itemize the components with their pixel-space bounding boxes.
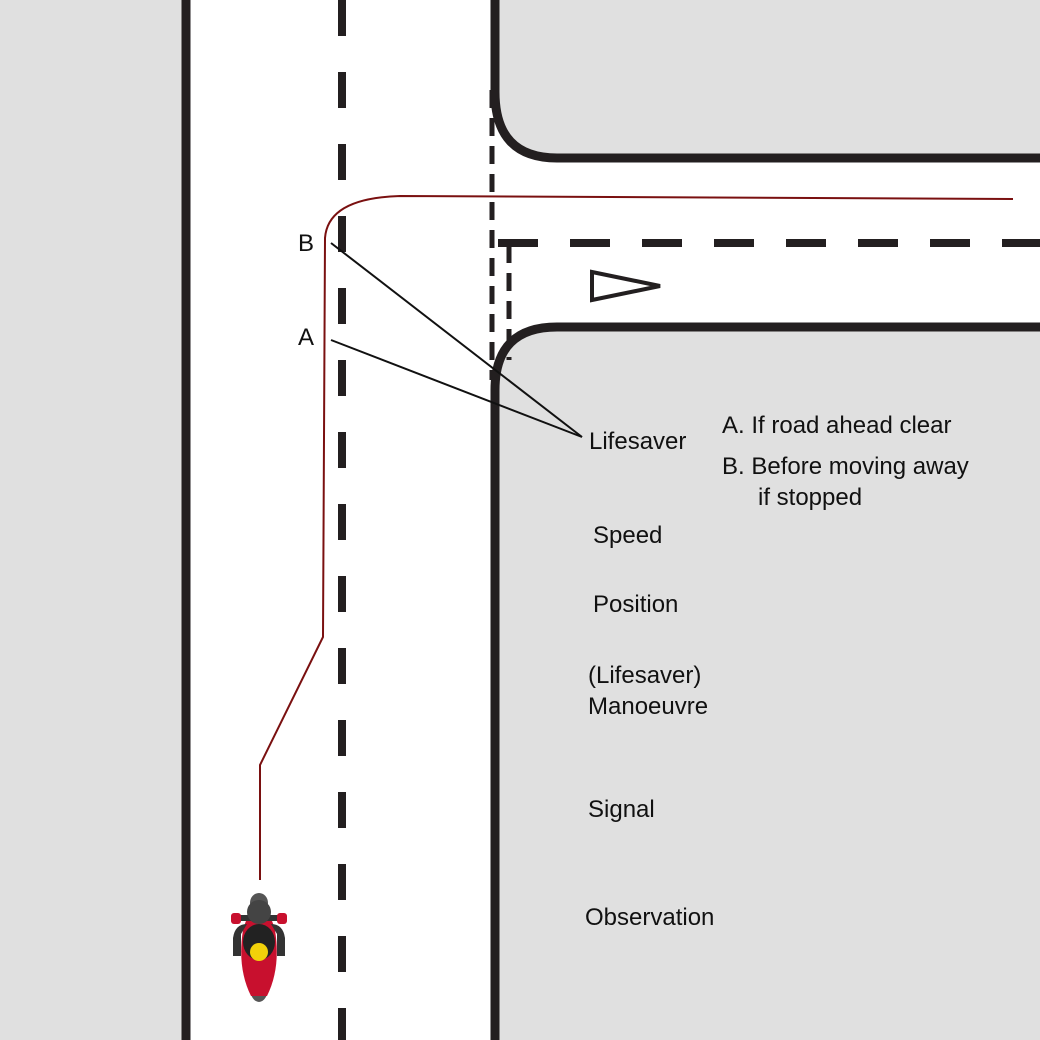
point-label-a: A xyxy=(298,324,315,351)
stage-manoeuvre-line1: (Lifesaver) xyxy=(588,662,702,689)
motorcycle-icon xyxy=(231,893,287,1002)
note-b-line2: if stopped xyxy=(758,484,863,511)
stage-signal: Signal xyxy=(588,796,655,823)
motorcycle-path xyxy=(259,194,1014,880)
stage-speed: Speed xyxy=(593,522,663,549)
stage-manoeuvre-line2: Manoeuvre xyxy=(588,693,709,720)
note-a: A. If road ahead clear xyxy=(722,412,952,439)
lifesaver-callout: Lifesaver xyxy=(589,428,687,455)
point-label-b: B xyxy=(298,230,315,257)
note-b-line1: B. Before moving away xyxy=(722,453,969,480)
stage-observation: Observation xyxy=(585,904,715,931)
side-road xyxy=(495,90,1040,390)
callout-line-a xyxy=(330,339,583,438)
stage-position: Position xyxy=(593,591,679,618)
give-way-triangle-icon xyxy=(590,269,661,303)
callout-line-b xyxy=(330,242,583,438)
upper-kerb xyxy=(490,0,1040,163)
